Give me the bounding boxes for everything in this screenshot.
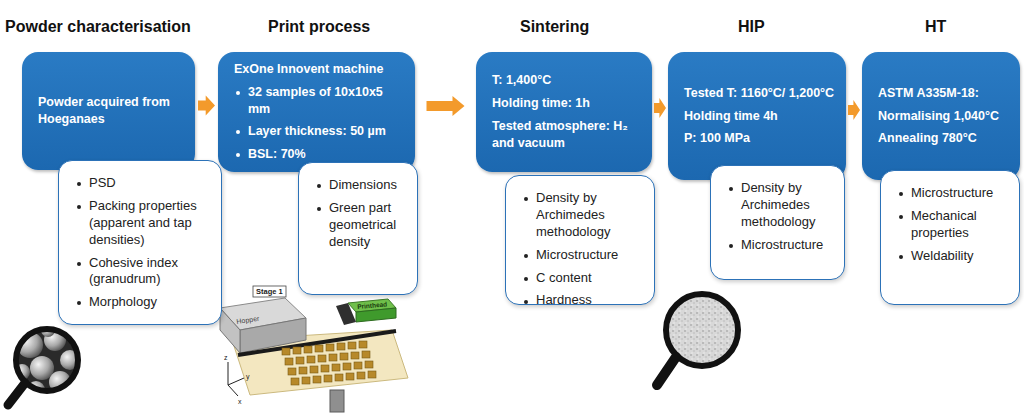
output-box: Density by Archimedes methodologyMicrost…: [710, 165, 845, 280]
output-box: MicrostructureMechanical propertiesWelda…: [880, 170, 1020, 305]
bullet-item: Weldability: [897, 248, 1009, 265]
process-box: HIPTested T: 1160°C/ 1,200°CHolding time…: [668, 52, 846, 180]
arrow-shape: [848, 100, 860, 120]
output-box: DimensionsGreen part geometrical density: [298, 162, 418, 295]
box-text: ExOne Innovent machine: [234, 61, 405, 78]
arrow-shape: [654, 98, 666, 118]
process-box: SinteringT: 1,400°CHolding time: 1hTeste…: [476, 52, 652, 172]
bullet-item: Layer thickness: 50 µm: [234, 123, 405, 140]
hopper-label: Hopper: [236, 315, 260, 325]
stage-heading: Sintering: [520, 19, 589, 35]
box-text: ASTM A335M-18:: [878, 85, 1010, 102]
arrow-shape: [427, 96, 465, 116]
microstructure-magnifier: [657, 294, 738, 385]
stage-label: Stage 1: [256, 288, 283, 296]
stage-heading: Powder characterisation: [5, 19, 191, 35]
process-box: Print processExOne Innovent machine32 sa…: [218, 52, 415, 172]
printhead-label: Printhead: [357, 301, 387, 310]
bullet-item: Green part geometrical density: [315, 200, 407, 251]
box-text: Tested T: 1160°C/ 1,200°C: [684, 85, 836, 102]
bullet-item: Packing properties (apparent and tap den…: [75, 198, 211, 249]
powder-magnifier: [8, 323, 81, 405]
box-text: Normalising 1,040°C: [878, 108, 1010, 125]
bullet-item: Density by Archimedes methodology: [727, 180, 834, 231]
bullet-item: Density by Archimedes methodology: [522, 190, 644, 241]
flow-arrow: [654, 98, 666, 118]
bullet-item: PSD: [75, 175, 211, 192]
bullet-item: Microstructure: [522, 247, 644, 264]
box-text: P: 100 MPa: [684, 130, 836, 147]
flow-arrow: [427, 96, 465, 116]
bullet-item: BSL: 70%: [234, 146, 405, 163]
box-text: Tested atmosphere: H₂ and vacuum: [492, 118, 642, 152]
bullet-item: Microstructure: [727, 237, 834, 254]
stage-heading: Print process: [268, 19, 370, 35]
output-box: Density by Archimedes methodologyMicrost…: [505, 175, 655, 305]
bullet-item: 32 samples of 10x10x5 mm: [234, 84, 405, 118]
process-box: HTASTM A335M-18:Normalising 1,040°CAnnea…: [862, 52, 1020, 180]
flow-arrow: [848, 100, 860, 120]
box-text: Annealing 780°C: [878, 130, 1010, 147]
axis-label: x: [238, 398, 242, 405]
stage-heading: HIP: [738, 19, 765, 35]
box-text: Powder acquired from Hoeganaes: [38, 94, 185, 128]
box-text: Holding time: 1h: [492, 95, 642, 112]
box-text: Holding time 4h: [684, 108, 836, 125]
flow-arrow: [198, 96, 215, 116]
axis-label: z: [224, 354, 228, 361]
process-box: Powder characterisationPowder acquired f…: [22, 52, 195, 170]
bullet-item: Cohesive index (granudrum): [75, 255, 211, 289]
bullet-item: Microstructure: [897, 185, 1009, 202]
arrow-shape: [198, 96, 215, 116]
bullet-item: Dimensions: [315, 177, 407, 194]
bullet-item: Hardness: [522, 292, 644, 309]
bullet-item: Morphology: [75, 294, 211, 311]
stage-heading: HT: [925, 19, 946, 35]
bullet-item: C content: [522, 270, 644, 287]
output-box: PSD Packing properties (apparent and tap …: [58, 160, 222, 325]
box-text: T: 1,400°C: [492, 72, 642, 89]
bullet-item: Mechanical properties: [897, 208, 1009, 242]
axis-label: y: [246, 373, 250, 380]
binder-jet-printer: [220, 286, 408, 412]
